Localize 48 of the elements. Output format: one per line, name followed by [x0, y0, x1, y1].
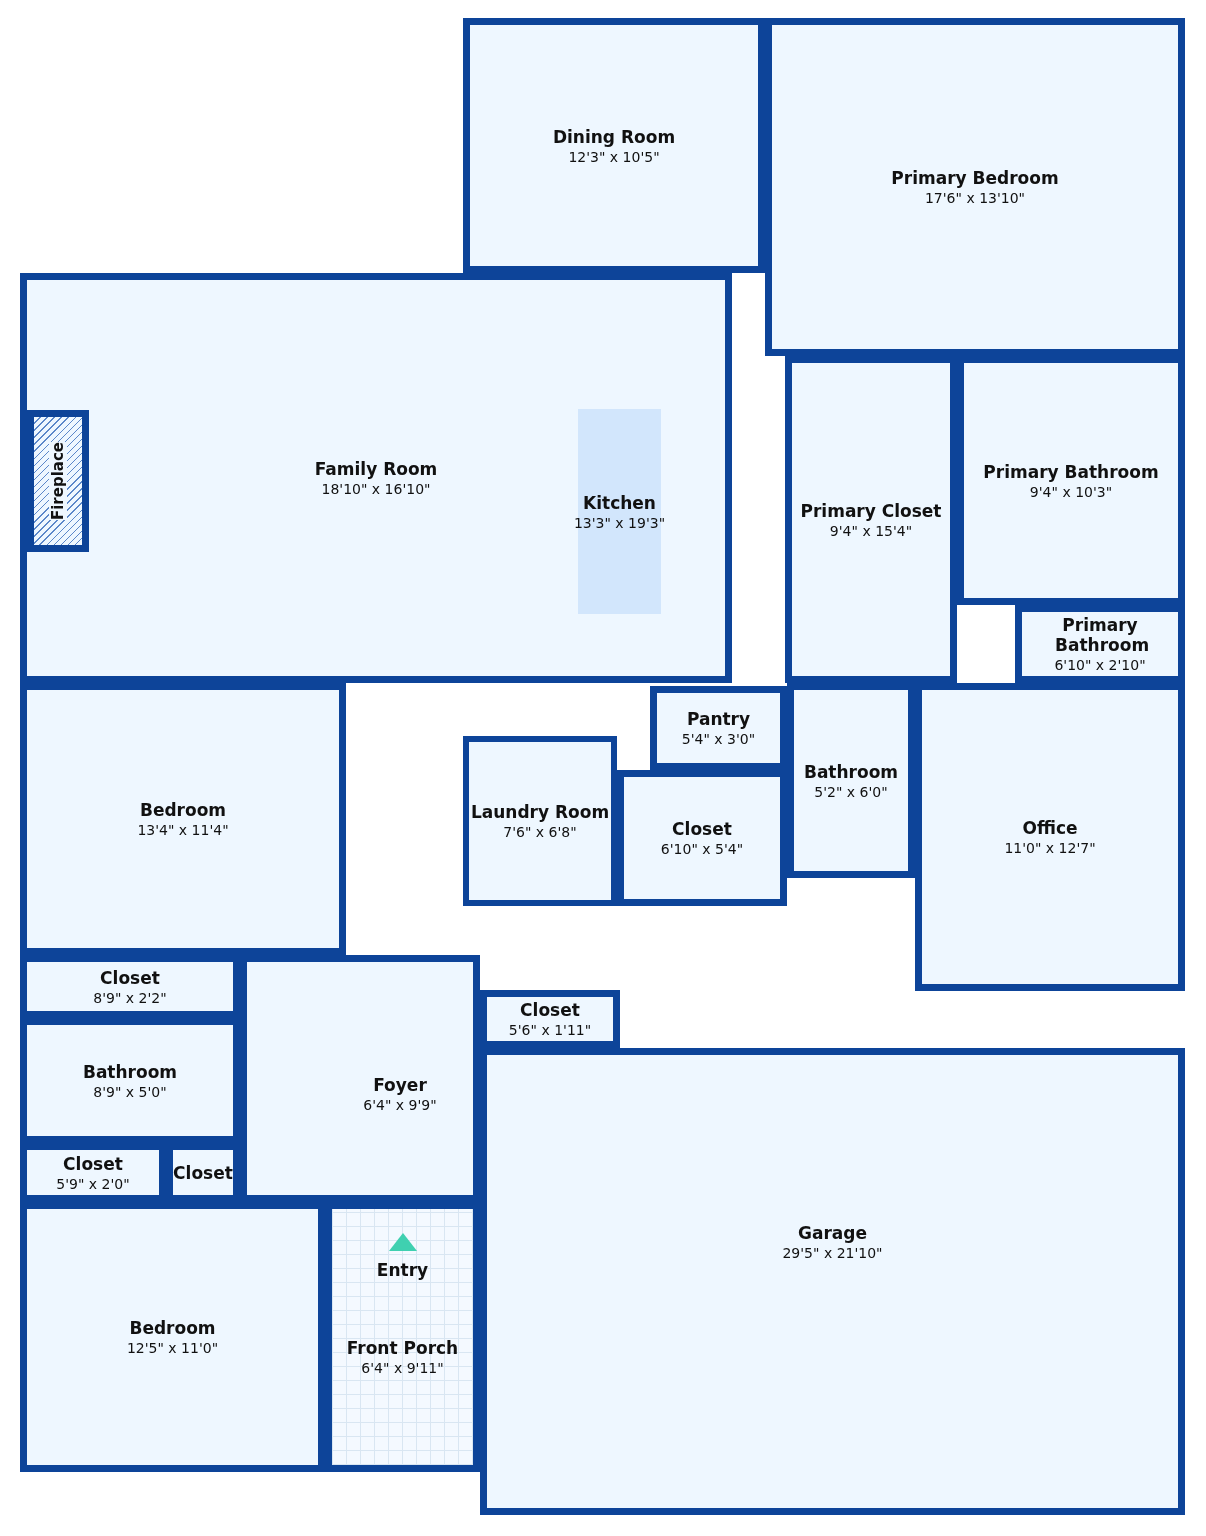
room-dimensions: 12'5" x 11'0" [126, 1340, 219, 1356]
room-dimensions: 12'3" x 10'5" [568, 148, 660, 165]
room-name: Front Porch [346, 1338, 459, 1358]
room-name: Primary Closet [800, 500, 942, 521]
room-outline [480, 1048, 1185, 1515]
room-name: Laundry Room [470, 802, 610, 822]
room-dimensions: 13'3" x 19'3" [573, 514, 666, 531]
room-name: Pantry [686, 709, 751, 729]
room-dimensions: 7'6" x 6'8" [503, 824, 577, 840]
room-dimensions: 5'6" x 1'11" [508, 1022, 592, 1038]
room-dimensions: 8'9" x 2'2" [93, 989, 167, 1006]
room-name: Primary Bathroom [983, 461, 1159, 482]
room-name: Closet [173, 1162, 233, 1183]
room-dimensions: 17'6" x 13'10" [924, 190, 1026, 206]
room-dimensions: 5'2" x 6'0" [814, 783, 888, 800]
room-dimensions: 11'0" x 12'7" [1004, 840, 1096, 856]
room-name: Garage [798, 1222, 867, 1243]
room-dimensions: 6'10" x 5'4" [660, 841, 744, 857]
room-dimensions: 6'4" x 9'9" [363, 1096, 437, 1113]
room-name: Office [1022, 818, 1078, 838]
room-dimensions: 6'4" x 9'11" [361, 1360, 444, 1376]
room-name: Bedroom [129, 1318, 216, 1338]
room-name: Closet [63, 1153, 123, 1174]
room-name: Primary Bedroom [891, 168, 1059, 188]
room-name: Closet [672, 819, 732, 839]
room-dimensions: 13'4" x 11'4" [137, 822, 229, 838]
room-name: Bathroom [803, 761, 899, 782]
entry-label: Entry [375, 1260, 430, 1280]
room-name: Kitchen [583, 492, 656, 513]
room-name: Family Room [314, 459, 438, 479]
room-name: Bathroom [82, 1061, 178, 1082]
room-dimensions: 29'5" x 21'10" [782, 1244, 883, 1261]
fireplace [27, 410, 89, 552]
room-name: Closet [520, 1000, 580, 1020]
room-name: Fireplace [49, 442, 67, 520]
room-dimensions: 9'4" x 10'3" [1029, 483, 1113, 500]
room-dimensions: 8'9" x 5'0" [93, 1083, 167, 1100]
room-name: Closet [100, 967, 160, 988]
room-outline [463, 736, 617, 906]
room-name: Foyer [373, 1074, 427, 1095]
room-outline [20, 273, 732, 683]
room-dimensions: 9'4" x 15'4" [829, 522, 913, 539]
room-dimensions: 5'4" x 3'0" [681, 731, 756, 747]
room-name: Bedroom [139, 800, 227, 820]
room-name: Dining Room [552, 126, 676, 147]
room-dimensions: 18'10" x 16'10" [321, 481, 431, 497]
room-dimensions: 6'10" x 2'10" [1054, 657, 1146, 673]
room-dimensions: 5'9" x 2'0" [56, 1175, 130, 1192]
